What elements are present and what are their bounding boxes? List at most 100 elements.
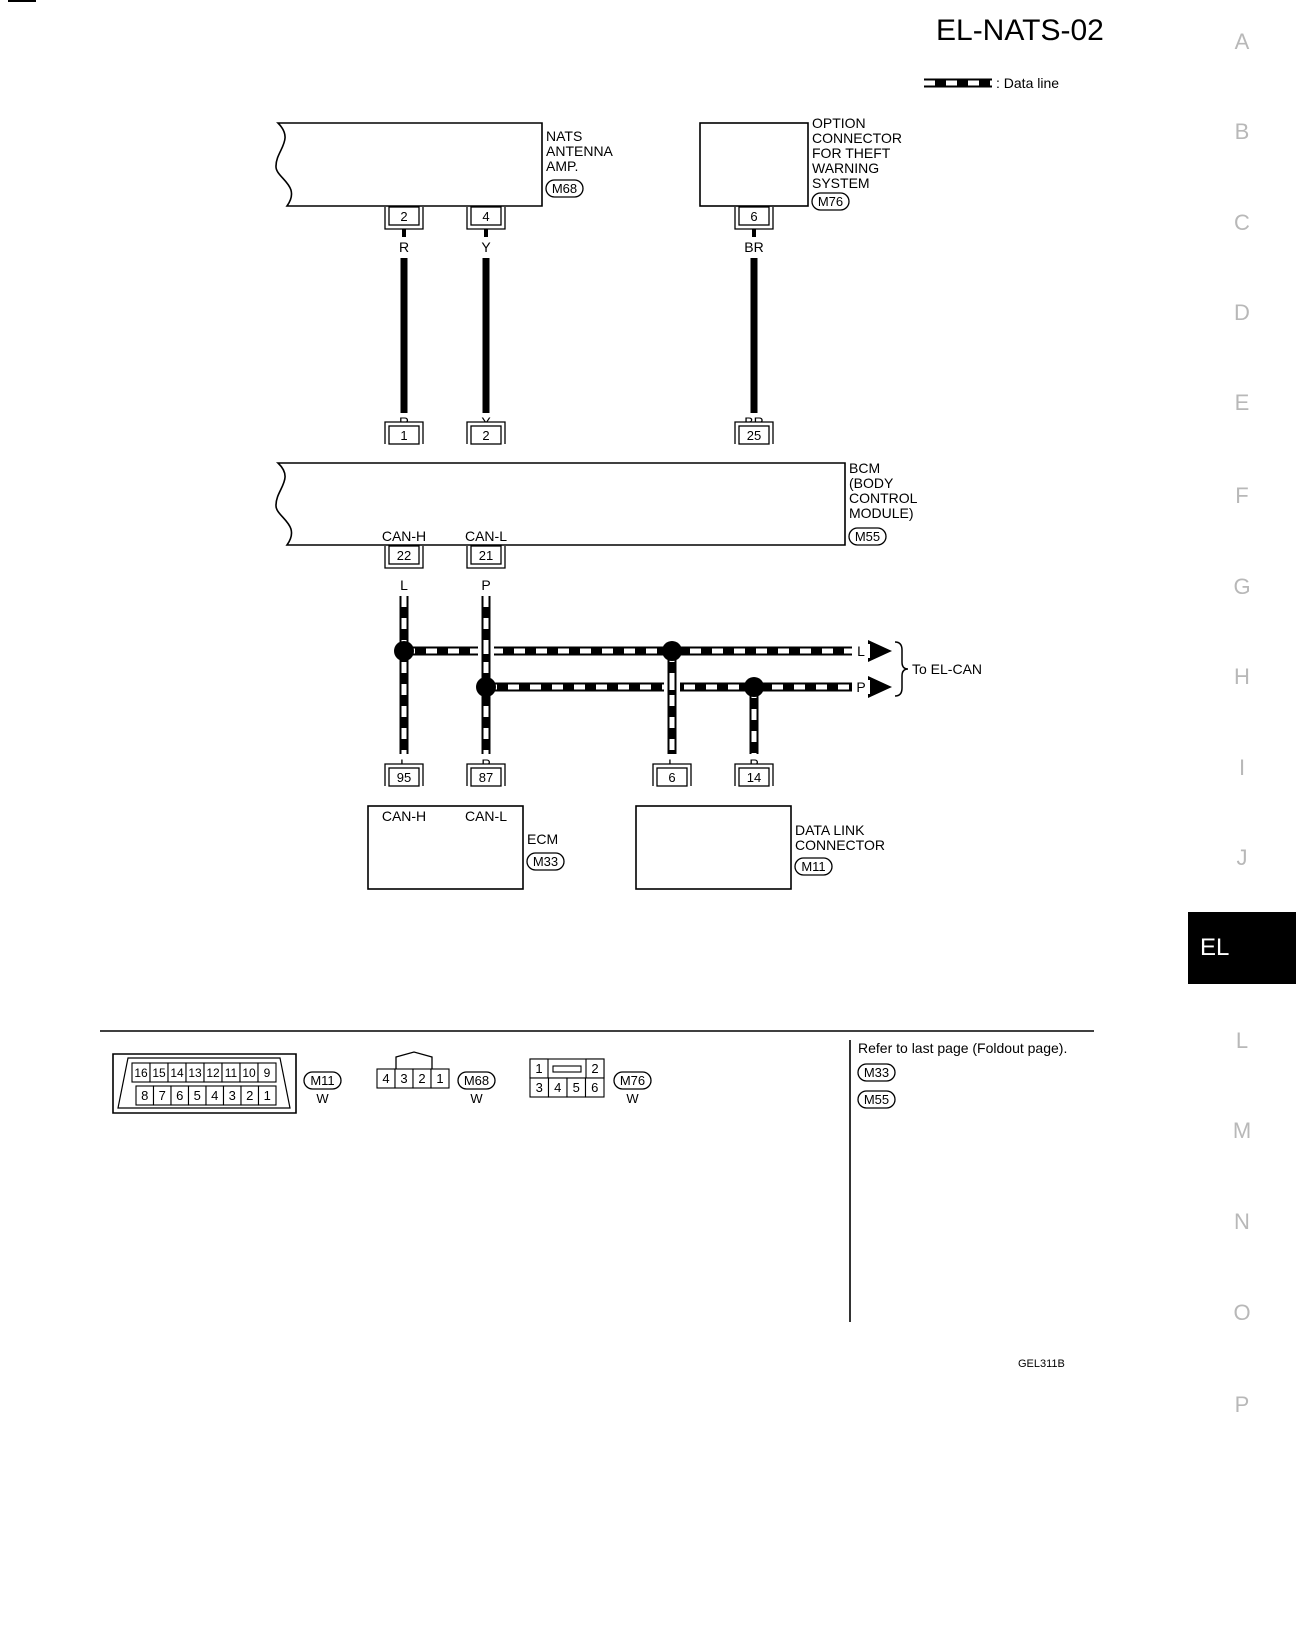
terminal-number: 25	[747, 428, 761, 443]
section-tab-o[interactable]: O	[1233, 1300, 1251, 1325]
terminal-nats-b: 4	[466, 206, 506, 230]
section-tab-h[interactable]: H	[1234, 664, 1250, 689]
section-tab-g[interactable]: G	[1233, 574, 1251, 599]
pin-number: 7	[159, 1088, 166, 1103]
splice-dot	[662, 641, 682, 661]
splice-dot	[394, 641, 414, 661]
ecm: CAN-H CAN-L ECM M33	[367, 805, 565, 890]
section-tab-p[interactable]: P	[1234, 1392, 1250, 1417]
connector-badge-m55	[848, 527, 887, 546]
ecm-can-h-label: CAN-H	[382, 808, 426, 824]
solid-wires	[400, 228, 758, 440]
bcm-can-h-label: CAN-H	[382, 528, 426, 544]
pin-number: 8	[141, 1088, 148, 1103]
section-tab-n[interactable]: N	[1234, 1209, 1250, 1234]
connector-id-m11: M11	[801, 859, 825, 874]
ecm-can-l-label: CAN-L	[465, 808, 507, 824]
section-tab-m[interactable]: M	[1232, 1118, 1252, 1143]
terminal-ecm-87: 87	[466, 763, 506, 787]
data-link-connector: DATA LINK CONNECTOR M11	[635, 805, 885, 890]
pin-number: 3	[229, 1088, 236, 1103]
option-connector: OPTION CONNECTOR FOR THEFT WARNING SYSTE…	[699, 115, 902, 211]
pin-number: 3	[400, 1071, 407, 1086]
splice-dot	[744, 677, 764, 697]
connector-badge-m55-ref	[857, 1090, 896, 1109]
svg-text:M55: M55	[864, 1092, 889, 1107]
section-tab-i[interactable]: I	[1238, 755, 1246, 780]
section-tab-a[interactable]: A	[1234, 29, 1250, 54]
connector-badge-m33	[526, 852, 565, 871]
pin-number: 1	[436, 1071, 443, 1086]
section-tab-f[interactable]: F	[1235, 483, 1249, 508]
terminal-bcm-22: 22	[384, 545, 424, 569]
section-tab-b[interactable]: B	[1234, 119, 1250, 144]
page-title: EL-NATS-02	[936, 14, 1104, 47]
pin-number: 2	[418, 1071, 425, 1086]
terminal-number: 2	[482, 428, 489, 443]
connector-badge-m33-ref	[857, 1063, 896, 1082]
terminal-number: 1	[400, 428, 407, 443]
terminal-nats-a: 2	[384, 206, 424, 230]
connector-badge-m68-view	[457, 1071, 496, 1090]
pin-number: 5	[194, 1088, 201, 1103]
connector-badge-m11-view	[303, 1071, 342, 1090]
connector-id-m55: M55	[855, 529, 880, 544]
svg-text:W: W	[470, 1091, 483, 1106]
pin-number: 1	[264, 1088, 271, 1103]
section-tab-d[interactable]: D	[1234, 300, 1250, 325]
pin-number: 16	[134, 1066, 148, 1080]
nats-label: NATS ANTENNA AMP.	[546, 128, 616, 174]
section-index-tabs: A B C D E F G H I J EL L M N O P	[1188, 0, 1296, 1629]
svg-text:BR: BR	[744, 239, 763, 255]
arrow-right-icon	[868, 676, 892, 698]
bcm: BCM (BODY CONTROL MODULE) M55 CAN-H CAN-…	[275, 460, 921, 546]
pin-number: 6	[176, 1088, 183, 1103]
connector-badge-m68	[545, 179, 584, 198]
terminal-number: 6	[668, 770, 675, 785]
pin-number: 5	[573, 1080, 580, 1095]
section-tab-e[interactable]: E	[1234, 390, 1250, 415]
pin-number: 4	[211, 1088, 218, 1103]
wire-color-to-elcan-l: L	[857, 643, 865, 659]
wire-color-to-elcan-p: P	[856, 679, 865, 695]
pin-number: 2	[591, 1061, 598, 1076]
connector-id-m76: M76	[818, 194, 843, 209]
terminal-number: 6	[750, 209, 757, 224]
pin-number: 14	[170, 1066, 184, 1080]
terminal-dlc-14: 14	[734, 763, 774, 787]
section-tab-c[interactable]: C	[1234, 210, 1250, 235]
terminal-bcm-21: 21	[466, 545, 506, 569]
wiring-diagram: .lbl { font-size: 14px; } .sm { font-siz…	[8, 0, 1094, 1370]
pin-cell	[584, 1077, 605, 1098]
svg-text:L: L	[400, 577, 408, 593]
legend-data-line: : Data line	[924, 75, 1059, 91]
pin-number: 13	[188, 1066, 202, 1080]
foldout-reference: Refer to last page (Foldout page). M33 M…	[857, 1040, 1067, 1109]
figure-code: GEL311B	[1018, 1358, 1065, 1370]
to-el-can-label: To EL-CAN	[912, 661, 982, 677]
section-tab-el[interactable]: EL	[1188, 912, 1296, 984]
section-tab-l[interactable]: L	[1235, 1028, 1249, 1053]
pin-number: 15	[152, 1066, 166, 1080]
bcm-label: BCM (BODY CONTROL MODULE)	[849, 460, 921, 521]
terminal-number: 21	[479, 548, 493, 563]
terminal-dlc-6: 6	[652, 763, 692, 787]
svg-text:W: W	[626, 1091, 639, 1106]
arrow-right-icon	[868, 640, 892, 662]
svg-text:Y: Y	[481, 239, 491, 255]
legend-data-line-label: : Data line	[996, 75, 1059, 91]
nats-antenna-amp: NATS ANTENNA AMP. M68	[275, 122, 616, 207]
pin-number: 1	[535, 1061, 542, 1076]
section-tab-j[interactable]: J	[1236, 845, 1248, 870]
terminal-bcm-25: 25	[734, 421, 774, 445]
terminal-bcm-2: 2	[466, 421, 506, 445]
terminal-number: 4	[482, 209, 489, 224]
bcm-can-l-label: CAN-L	[465, 528, 507, 544]
pin-number: 10	[242, 1066, 256, 1080]
pin-number: 2	[246, 1088, 253, 1103]
pin-number: 9	[264, 1066, 271, 1080]
connector-id-m68: M68	[552, 181, 577, 196]
